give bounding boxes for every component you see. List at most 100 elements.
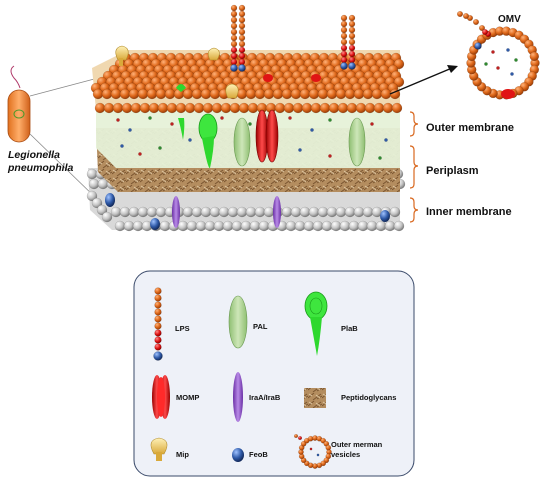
inner-bead [245,206,257,218]
legend-ira-label: IraA/IraB [249,393,281,402]
lps-bead [340,26,348,34]
momp-icon [255,109,279,163]
inner-bead [389,206,401,218]
inner-bead [330,220,342,232]
inner-bead [366,220,378,232]
inner-bead [195,220,207,232]
legend-pal-icon [228,295,248,349]
legend-omv-icon [294,434,332,469]
legend-lps-label: LPS [175,324,190,333]
inner-bead [249,220,261,232]
inner-bead [263,206,275,218]
periplasm-dot [128,128,132,132]
ira-icon [172,196,180,228]
inner-bead [321,220,333,232]
omv-lps-bead [463,12,470,19]
inner-bead [110,206,122,218]
periplasm-dot [328,154,332,158]
inner-bead [236,206,248,218]
inner-bead [227,206,239,218]
periplasm-dot [384,138,388,142]
inner-bead [353,206,365,218]
lps-bead [230,34,238,42]
lps-bead [238,58,246,66]
outer-bead [308,88,320,100]
omv-bead [529,51,540,62]
outer-bead [121,102,133,114]
legend-omv-dot [316,453,320,457]
legend-omv-dot [309,447,313,451]
layer-brackets [409,111,419,223]
inner-bead [335,206,347,218]
inner-bead [348,220,360,232]
outer-bead [373,102,385,114]
membrane-slab [86,50,406,232]
lps-bead [348,56,356,64]
outer-bead [353,88,365,100]
lps-bead [238,4,246,12]
omv-dot [510,72,514,76]
lps-icon [238,4,246,72]
legend-lps-bead [154,336,162,344]
periplasm-molecules [116,116,388,160]
legend-omv-bead [298,436,303,441]
legend-lps-bead [154,315,162,323]
lps-bead [348,32,356,40]
feob-icon [105,193,115,207]
inner-bead [213,220,225,232]
inner-bead [114,220,126,232]
inner-bead [182,206,194,218]
lps-base [230,64,238,72]
outer-bead [362,88,374,100]
bacterium-label-line2: pneumophila [7,162,73,174]
mip-icon [115,45,129,66]
legend-lps-bead [154,322,162,330]
outer-bead [245,88,257,100]
periplasm-dot [288,116,292,120]
inner-bead [299,206,311,218]
momp-top-icon [263,74,273,82]
inner-bead [137,206,149,218]
outer-bead [355,102,367,114]
outer-bead [371,88,383,100]
legend-lps-bead [154,287,162,295]
flagellum-icon [10,65,21,89]
omv-dot [484,62,488,66]
lps-bead [340,44,348,52]
legend-mip-icon [150,437,168,461]
lps-base [238,64,246,72]
inner-bead [88,178,100,190]
omv-lps-bead [457,10,464,17]
lps-icon [230,4,238,72]
legend-feob-label: FeoB [249,450,268,459]
lps-bead [238,34,246,42]
omv-lps-base [474,42,482,50]
legend-omv-label-line2: vesicles [331,450,360,459]
inner-bead [86,190,98,202]
legend-plab-icon [304,291,328,356]
omv-lps-bead [479,25,486,32]
inner-bead [384,220,396,232]
inner-bead [86,168,98,180]
inner-bead [191,206,203,218]
inner-bead [339,220,351,232]
outer-bead [148,102,160,114]
outer-bead [335,88,347,100]
legend-plab-label: PlaB [341,324,358,333]
lps-bead [340,38,348,46]
lps-bead [340,32,348,40]
outer-bead [283,102,295,114]
legend-omv-label-line1: Outer merman [331,440,383,449]
inner-bead [96,204,108,216]
outer-bead [146,88,158,100]
lps-bead [230,58,238,66]
omv-vesicle [457,10,540,100]
outer-bead [139,102,151,114]
outer-bead [110,88,122,100]
lps-bead [230,16,238,24]
outer-bead [290,88,302,100]
inner-bead [123,220,135,232]
lps-bead [348,20,356,28]
lps-chains [230,4,356,72]
periplasm-label: Periplasm [426,165,479,177]
